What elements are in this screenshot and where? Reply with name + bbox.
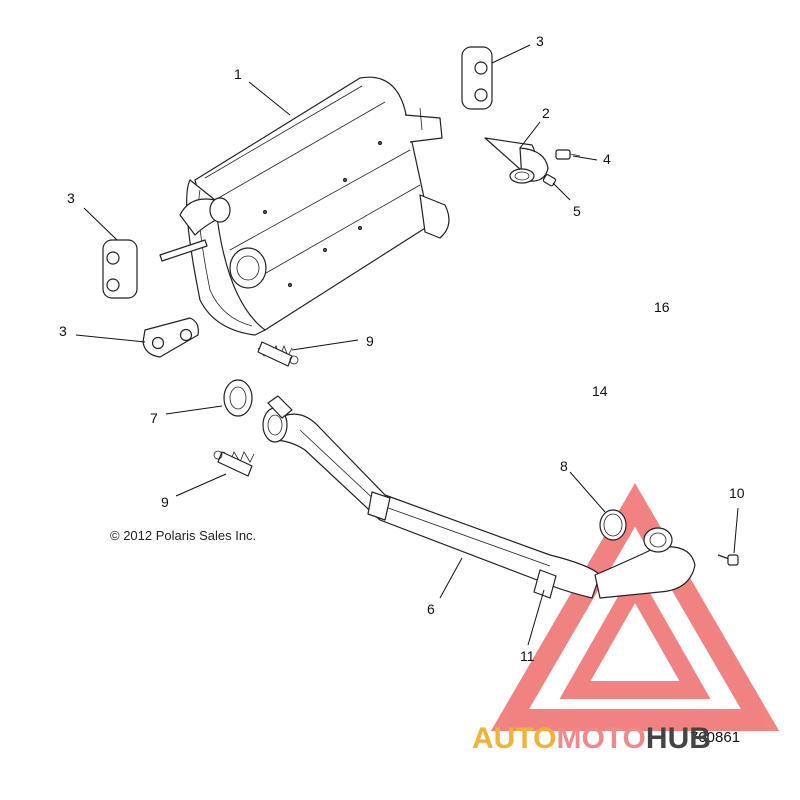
isolator-part-top xyxy=(461,46,493,110)
callout-8: 8 xyxy=(560,458,568,474)
diagram-number: 700861 xyxy=(690,729,740,746)
watermark-auto-text: AUTO xyxy=(472,722,556,755)
watermark-moto-text: MOTO xyxy=(556,722,645,755)
callout-9-upper: 9 xyxy=(366,333,374,349)
watermark-triangle-inner xyxy=(559,566,711,699)
muffler-part xyxy=(159,76,450,336)
callout-11: 11 xyxy=(520,648,535,664)
seal-ring-part xyxy=(599,509,627,541)
callout-2: 2 xyxy=(542,105,550,121)
callout-5: 5 xyxy=(573,203,581,219)
watermark-text: AUTOMOTOHUB xyxy=(472,722,711,755)
spring-part-lower xyxy=(213,450,255,477)
callout-10: 10 xyxy=(729,485,745,501)
bolt-part-10 xyxy=(717,554,739,566)
spark-arrestor-part xyxy=(484,137,549,184)
callout-7: 7 xyxy=(150,410,158,426)
callout-6: 6 xyxy=(427,601,435,617)
callout-4: 4 xyxy=(603,151,611,167)
plug-part-5 xyxy=(542,174,557,187)
callout-3-left: 3 xyxy=(67,190,75,206)
callout-14: 14 xyxy=(592,383,608,399)
callout-16: 16 xyxy=(654,299,670,315)
callout-3-top: 3 xyxy=(536,33,544,49)
gasket-part xyxy=(223,379,253,417)
isolator-part-left xyxy=(102,239,138,299)
callout-9-lower: 9 xyxy=(161,494,169,510)
watermark-triangle-outer xyxy=(490,483,780,731)
callout-3-lower: 3 xyxy=(59,323,67,339)
spring-part-upper xyxy=(257,341,299,367)
callout-1: 1 xyxy=(234,66,242,82)
copyright-text: © 2012 Polaris Sales Inc. xyxy=(110,528,256,543)
isolator-part-lower xyxy=(142,317,199,358)
screw-part-4 xyxy=(555,149,581,160)
leader-lines xyxy=(75,44,739,646)
watermark-logo xyxy=(490,483,780,731)
watermark-hub-text: HUB xyxy=(646,722,711,755)
header-pipe-part xyxy=(262,395,696,599)
